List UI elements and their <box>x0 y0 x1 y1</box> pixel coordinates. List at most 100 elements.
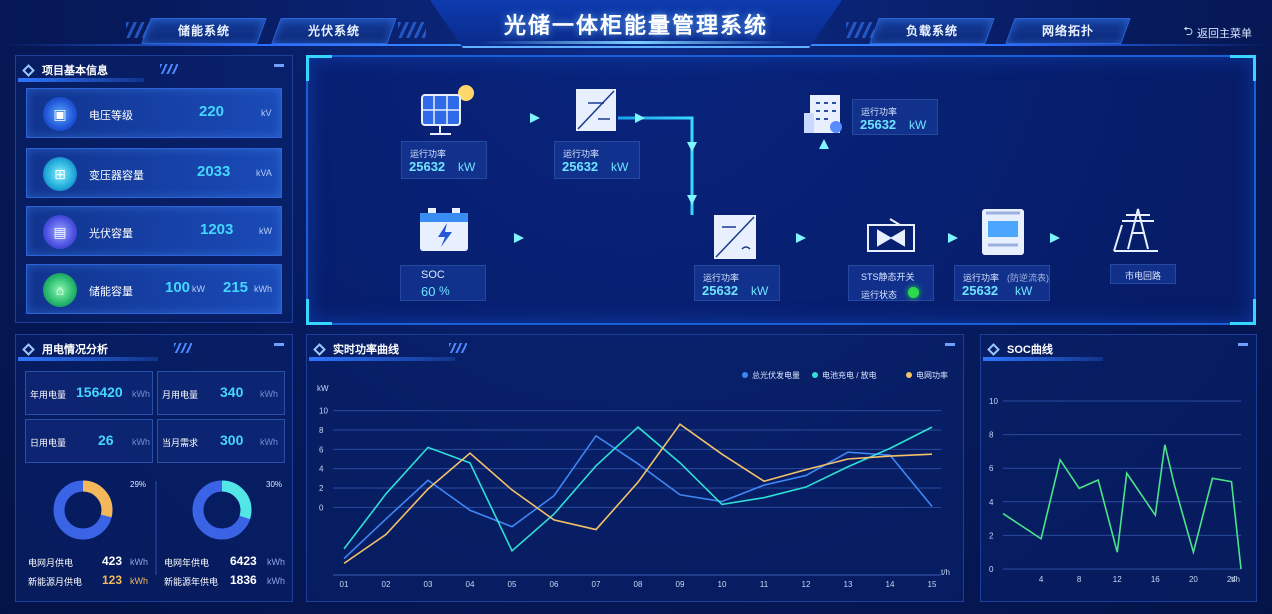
meter-power-value: 25632 <box>962 283 999 298</box>
stat-label: 年用电量 <box>30 390 67 400</box>
pcs-power-label: 运行功率 <box>703 273 740 283</box>
stat-unit: kWh <box>132 437 150 447</box>
supply-unit: kWh <box>267 557 285 567</box>
x-tick-label: 24 <box>1227 575 1236 584</box>
corner-decoration <box>1238 343 1248 346</box>
x-tick-label: 08 <box>634 580 643 589</box>
panel-head-bar <box>18 357 158 361</box>
legend-marker <box>812 372 818 378</box>
solar-panel-icon <box>421 85 474 135</box>
transformer-icon: ⊞ <box>43 157 77 191</box>
info-unit: kWh <box>254 284 272 294</box>
panel-header: 项目基本信息 <box>22 62 108 78</box>
load-power-unit: kW <box>909 118 927 132</box>
building-icon <box>804 95 842 133</box>
corner-decoration <box>945 343 955 346</box>
diamond-icon <box>22 63 35 77</box>
info-label: 光伏容量 <box>89 228 133 240</box>
pv-power-label: 运行功率 <box>410 149 447 159</box>
frame-corner <box>306 299 332 325</box>
nav-decoration <box>398 22 426 38</box>
flow-arrow <box>948 233 958 243</box>
info-unit: kV <box>261 108 272 118</box>
supply-label: 电网年供电 <box>164 558 210 568</box>
y-tick-label: 10 <box>989 397 998 406</box>
x-tick-label: 12 <box>1113 575 1122 584</box>
x-tick-label: 05 <box>508 580 517 589</box>
series-line <box>343 423 933 565</box>
supply-unit: kWh <box>130 557 148 567</box>
series-line <box>343 434 933 560</box>
y-tick-label: 0 <box>319 503 324 512</box>
stat-value: 26 <box>98 432 114 448</box>
flow-arrow <box>687 195 697 205</box>
nav-energy-storage[interactable]: 储能系统 <box>141 18 267 44</box>
consumption-panel: 用电情况分析 年用电量 156420 kWh 月用电量 340 kWh 日用电量… <box>15 334 293 602</box>
x-tick-label: 02 <box>382 580 391 589</box>
nav-load[interactable]: 负载系统 <box>869 18 995 44</box>
stat-day: 日用电量 26 kWh <box>25 419 153 463</box>
corner-decoration <box>274 64 284 67</box>
y-tick-label: 6 <box>319 445 324 454</box>
legend-label: 电网功率 <box>916 370 948 380</box>
info-unit: kW <box>259 226 272 236</box>
supply-value: 423 <box>102 554 123 568</box>
stat-value: 300 <box>220 432 244 448</box>
y-tick-label: 8 <box>989 431 994 440</box>
y-tick-label: 2 <box>319 484 324 493</box>
panel-head-bar <box>309 357 455 361</box>
x-tick-label: 06 <box>550 580 559 589</box>
sts-label: STS静态开关 <box>861 272 915 282</box>
stripes-decoration <box>174 343 192 353</box>
inverter-power-value: 25632 <box>562 159 599 174</box>
meter-icon <box>982 209 1024 255</box>
donut-right <box>192 480 252 540</box>
legend-marker <box>742 372 748 378</box>
x-tick-label: 11 <box>760 580 769 589</box>
grid-box: 市电回路 <box>1110 264 1176 284</box>
x-tick-label: 14 <box>886 580 895 589</box>
series-line <box>343 426 933 553</box>
load-power-box: 运行功率 25632 kW <box>852 99 938 135</box>
inverter-power-box: 运行功率 25632 kW <box>554 141 640 179</box>
stat-unit: kWh <box>260 437 278 447</box>
nav-topology[interactable]: 网络拓扑 <box>1005 18 1131 44</box>
meter-power-box: 运行功率 (防逆流表) 25632 kW <box>954 265 1050 301</box>
back-label: 返回主菜单 <box>1197 27 1252 40</box>
y-tick-label: 0 <box>989 565 994 574</box>
legend-label: 总光伏发电量 <box>752 370 800 380</box>
panel-head-bar <box>18 78 144 82</box>
y-axis-label: kW <box>317 384 329 393</box>
stat-unit: kWh <box>132 389 150 399</box>
info-label: 储能容量 <box>89 286 133 298</box>
y-tick-label: 10 <box>319 407 328 416</box>
pcs-power-unit: kW <box>751 284 769 298</box>
diamond-icon <box>22 342 35 356</box>
sts-switch-icon <box>867 218 915 252</box>
x-tick-label: 13 <box>844 580 853 589</box>
donut-left-percent: 29% <box>130 480 146 489</box>
x-tick-label: 10 <box>718 580 727 589</box>
y-tick-label: 2 <box>989 531 994 540</box>
stripes-decoration <box>449 343 467 353</box>
return-icon: ⮌ <box>1183 24 1193 38</box>
info-label: 变压器容量 <box>89 170 144 182</box>
x-tick-label: 01 <box>340 580 349 589</box>
soc-label: SOC <box>421 269 445 281</box>
battery-icon: ⌂ <box>43 273 77 307</box>
x-axis-label: t/h <box>1231 575 1240 584</box>
energy-flow-diagram: 运行功率 25632 kW 运行功率 25632 kW 运行功率 25632 k… <box>306 55 1256 325</box>
voltage-icon: ▣ <box>43 97 77 131</box>
back-to-menu-button[interactable]: ⮌ 返回主菜单 <box>1183 22 1252 43</box>
flow-arrow <box>1050 233 1060 243</box>
stripes-decoration <box>160 64 178 74</box>
nav-label: 光伏系统 <box>307 24 360 38</box>
project-info-panel: 项目基本信息 ▣ 电压等级 220 kV ⊞ 变压器容量 2033 kVA ▤ … <box>15 55 293 323</box>
info-unit: kVA <box>256 168 272 178</box>
inverter-power-label: 运行功率 <box>563 149 600 159</box>
nav-photovoltaic[interactable]: 光伏系统 <box>271 18 397 44</box>
